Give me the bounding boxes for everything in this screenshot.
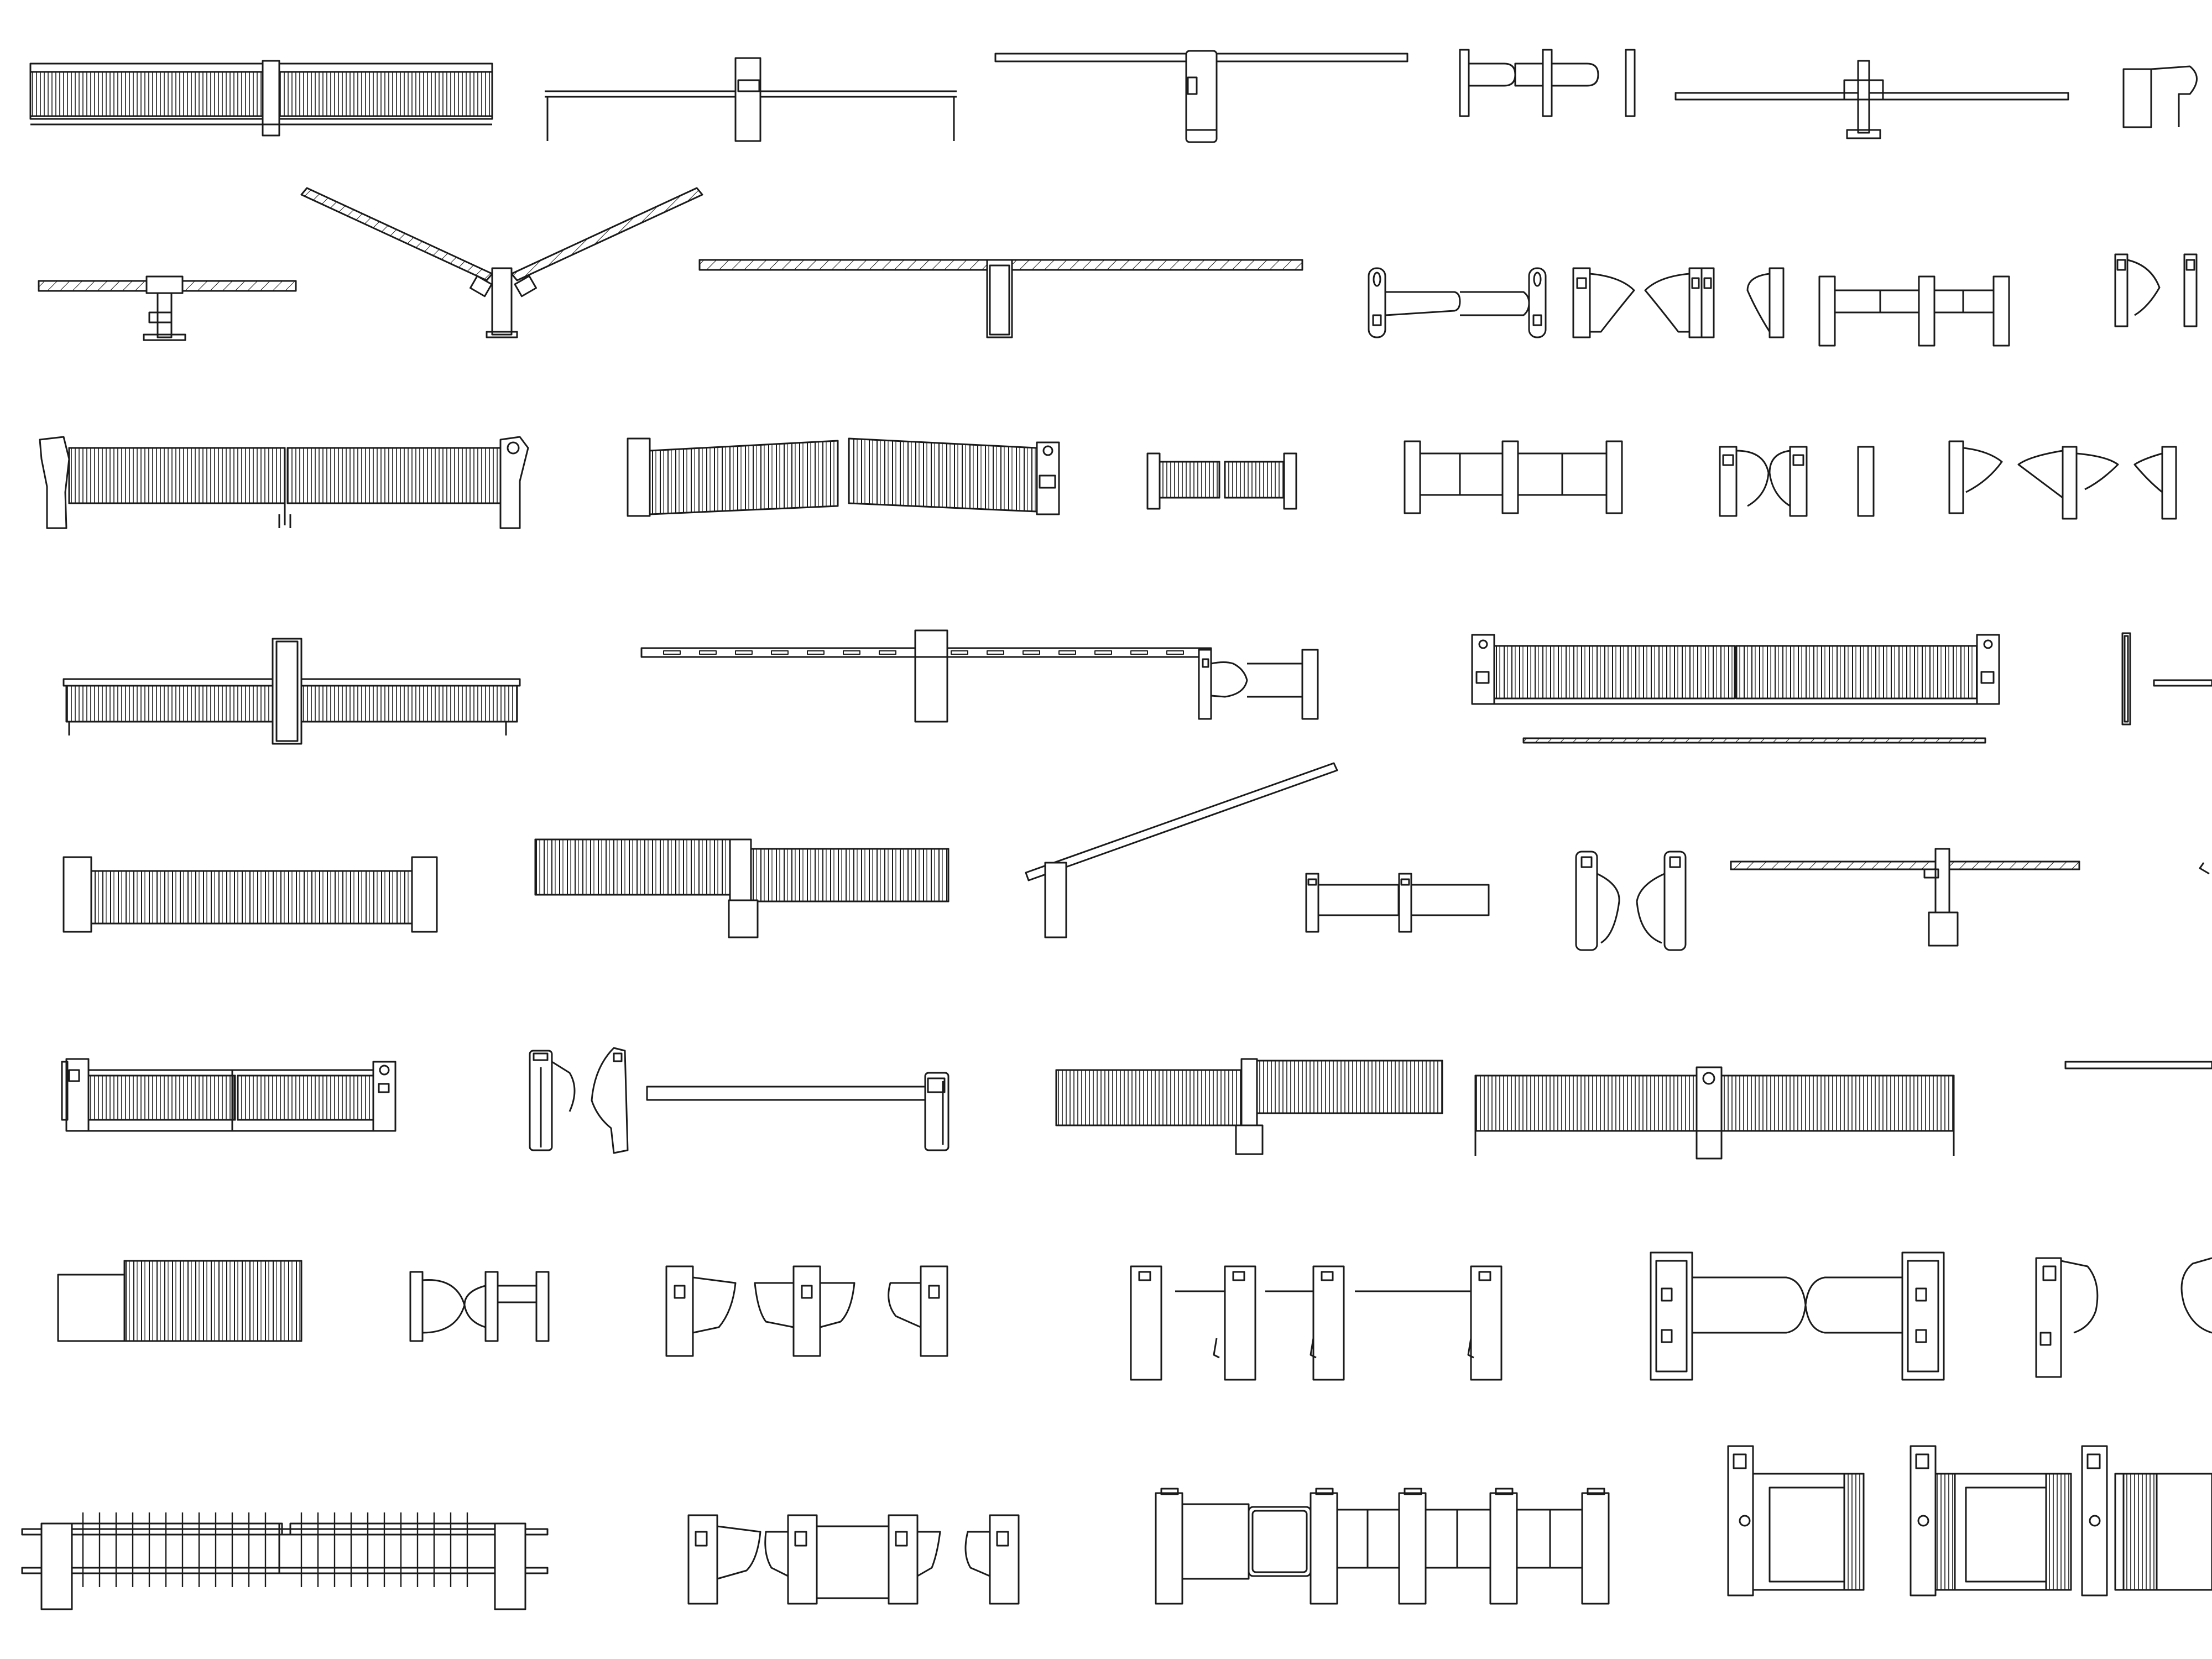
barrier-boom-gate-icon	[1730, 848, 2080, 947]
sliding-fence-gate-icon	[62, 856, 438, 933]
barrier-boom-gate-icon	[545, 57, 957, 142]
retractable-gate-icon	[57, 1260, 302, 1342]
flap-barrier-turnstile-icon	[1719, 446, 1875, 517]
sliding-fence-gate-icon	[1471, 634, 2000, 744]
barrier-boom-gate-icon	[640, 629, 1319, 723]
flap-barrier-turnstile-icon	[665, 1265, 948, 1357]
flap-barrier-turnstile-icon	[1572, 267, 1785, 338]
barrier-boom-gate-icon	[2199, 862, 2210, 875]
barrier-boom-gate-icon	[38, 275, 297, 341]
barrier-boom-gate-icon	[1674, 60, 2069, 139]
barrier-boom-gate-icon	[2064, 1061, 2212, 1070]
barrier-boom-gate-icon	[300, 187, 703, 338]
barrier-boom-gate-icon	[2121, 632, 2212, 726]
tripod-turnstile-icon	[1130, 1265, 1503, 1381]
barrier-boom-gate-icon	[646, 1072, 950, 1151]
swing-turnstile-icon	[1146, 452, 1297, 510]
sliding-fence-gate-icon	[61, 1058, 397, 1132]
flap-barrier-turnstile-icon	[2122, 65, 2198, 128]
retractable-gate-icon	[1474, 1066, 1955, 1160]
retractable-gate-icon	[29, 60, 493, 137]
flap-barrier-turnstile-icon	[2114, 253, 2198, 327]
swing-turnstile-icon	[1818, 275, 2010, 347]
swing-turnstile-icon	[1368, 267, 1547, 338]
swing-turnstile-icon	[409, 1271, 550, 1342]
swing-turnstile-icon	[1404, 440, 1623, 514]
flap-barrier-turnstile-icon	[1575, 851, 1687, 951]
pedestrian-channel-icon	[1727, 1445, 2212, 1597]
speed-gate-icon	[687, 1514, 1020, 1605]
pedestrian-channel-icon	[1155, 1488, 1610, 1605]
sliding-fence-gate-icon	[627, 437, 1060, 517]
retractable-gate-icon	[62, 638, 521, 745]
sliding-fence-gate-icon	[39, 436, 529, 529]
flap-barrier-turnstile-icon	[2035, 1257, 2212, 1378]
sliding-fence-gate-icon	[21, 1512, 549, 1610]
flap-barrier-turnstile-icon	[1948, 440, 2177, 520]
flap-barrier-turnstile-icon	[529, 1047, 629, 1154]
swing-turnstile-icon	[1305, 873, 1490, 933]
swing-turnstile-icon	[1459, 49, 1636, 117]
swing-turnstile-icon	[1650, 1251, 1945, 1381]
barrier-boom-gate-icon	[994, 50, 1408, 143]
retractable-gate-icon	[534, 838, 950, 938]
retractable-gate-icon	[1055, 1058, 1443, 1155]
barrier-boom-gate-icon	[698, 259, 1303, 338]
barrier-boom-gate-icon	[1025, 762, 1338, 938]
